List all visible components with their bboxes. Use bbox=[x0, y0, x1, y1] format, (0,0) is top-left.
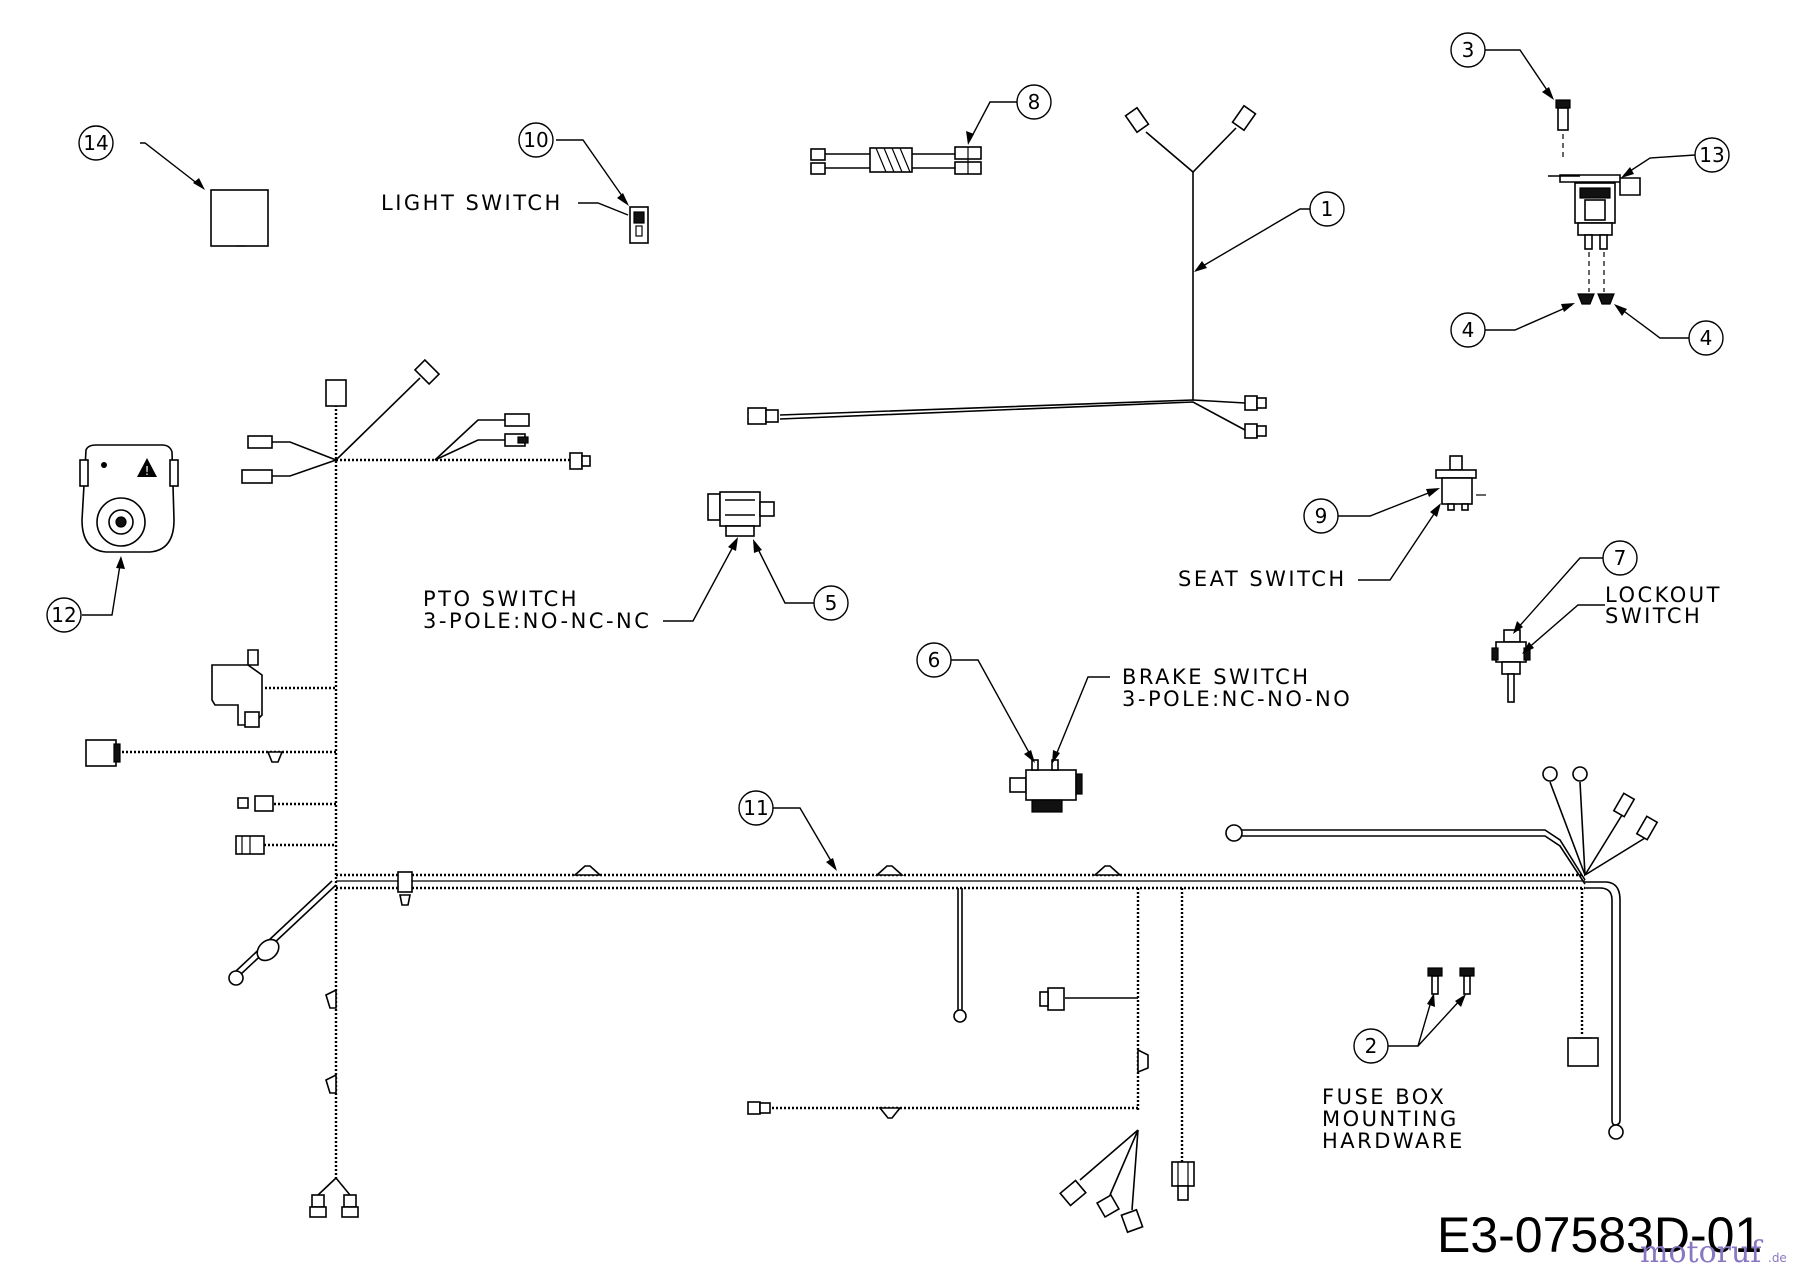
svg-text:11: 11 bbox=[743, 796, 768, 820]
callout-3: 3 bbox=[1450, 32, 1486, 68]
svg-text:1: 1 bbox=[1321, 197, 1334, 221]
svg-text:6: 6 bbox=[928, 648, 941, 672]
fuse-hardware-label-3: HARDWARE bbox=[1322, 1129, 1465, 1153]
fuse-hardware-label-1: FUSE BOX bbox=[1322, 1085, 1446, 1109]
part-12-ignition-cover: ! bbox=[79, 444, 179, 616]
callout-2: 2 bbox=[1353, 1028, 1389, 1064]
brake-switch-label: BRAKE SWITCH bbox=[1122, 665, 1311, 689]
callout-13: 13 bbox=[1694, 137, 1730, 173]
watermark-logo: motoruf bbox=[1640, 1235, 1763, 1270]
svg-text:2: 2 bbox=[1365, 1034, 1378, 1058]
part-6-brake-switch bbox=[951, 659, 1110, 813]
svg-text:14: 14 bbox=[83, 131, 108, 155]
diagram-code: E3-07583D-01 bbox=[1437, 1207, 1762, 1263]
part-11-main-harness bbox=[85, 358, 1659, 1234]
light-switch-label: LIGHT SWITCH bbox=[381, 191, 563, 215]
svg-text:4: 4 bbox=[1700, 326, 1713, 350]
part-13-ignition-switch bbox=[1484, 49, 1696, 339]
callout-5: 5 bbox=[813, 585, 849, 621]
callout-8: 8 bbox=[1016, 84, 1052, 120]
callout-6: 6 bbox=[916, 642, 952, 678]
svg-text:12: 12 bbox=[51, 603, 76, 627]
callout-4a: 4 bbox=[1450, 312, 1486, 348]
svg-text:9: 9 bbox=[1315, 504, 1328, 528]
brake-switch-type: 3-POLE:NC-NO-NO bbox=[1122, 687, 1352, 711]
pto-switch-type: 3-POLE:NO-NC-NC bbox=[423, 609, 651, 633]
watermark-domain: .de bbox=[1768, 1251, 1787, 1265]
seat-switch-label: SEAT SWITCH bbox=[1178, 567, 1347, 591]
svg-text:7: 7 bbox=[1614, 546, 1627, 570]
svg-text:5: 5 bbox=[825, 591, 838, 615]
pto-switch-label: PTO SWITCH bbox=[423, 587, 579, 611]
callout-10: 10 bbox=[518, 122, 554, 158]
lockout-switch-label-1: LOCKOUT bbox=[1605, 583, 1722, 607]
part-10-light-switch bbox=[556, 139, 649, 244]
fuse-hardware-label-2: MOUNTING bbox=[1322, 1107, 1459, 1131]
svg-text:8: 8 bbox=[1028, 90, 1041, 114]
callout-9: 9 bbox=[1303, 498, 1339, 534]
callout-7: 7 bbox=[1602, 540, 1638, 576]
svg-text:10: 10 bbox=[523, 128, 548, 152]
svg-text:3: 3 bbox=[1462, 38, 1475, 62]
svg-text:4: 4 bbox=[1462, 318, 1475, 342]
part-7-lockout-switch bbox=[1491, 557, 1605, 703]
part-1-sub-harness bbox=[747, 104, 1310, 439]
svg-text:!: ! bbox=[145, 464, 150, 478]
part-5-pto-switch bbox=[663, 491, 815, 622]
callout-11: 11 bbox=[738, 790, 774, 826]
callout-1: 1 bbox=[1309, 191, 1345, 227]
part-9-seat-switch bbox=[1338, 455, 1486, 581]
part-2-fuse-hardware bbox=[1388, 967, 1475, 1047]
callout-4b: 4 bbox=[1688, 320, 1724, 356]
callout-14: 14 bbox=[78, 125, 114, 161]
part-8-jumper-harness bbox=[810, 101, 1017, 175]
callout-12: 12 bbox=[46, 597, 82, 633]
svg-text:13: 13 bbox=[1699, 143, 1724, 167]
lockout-switch-label-2: SWITCH bbox=[1605, 604, 1702, 628]
part-14-cover bbox=[140, 142, 269, 247]
